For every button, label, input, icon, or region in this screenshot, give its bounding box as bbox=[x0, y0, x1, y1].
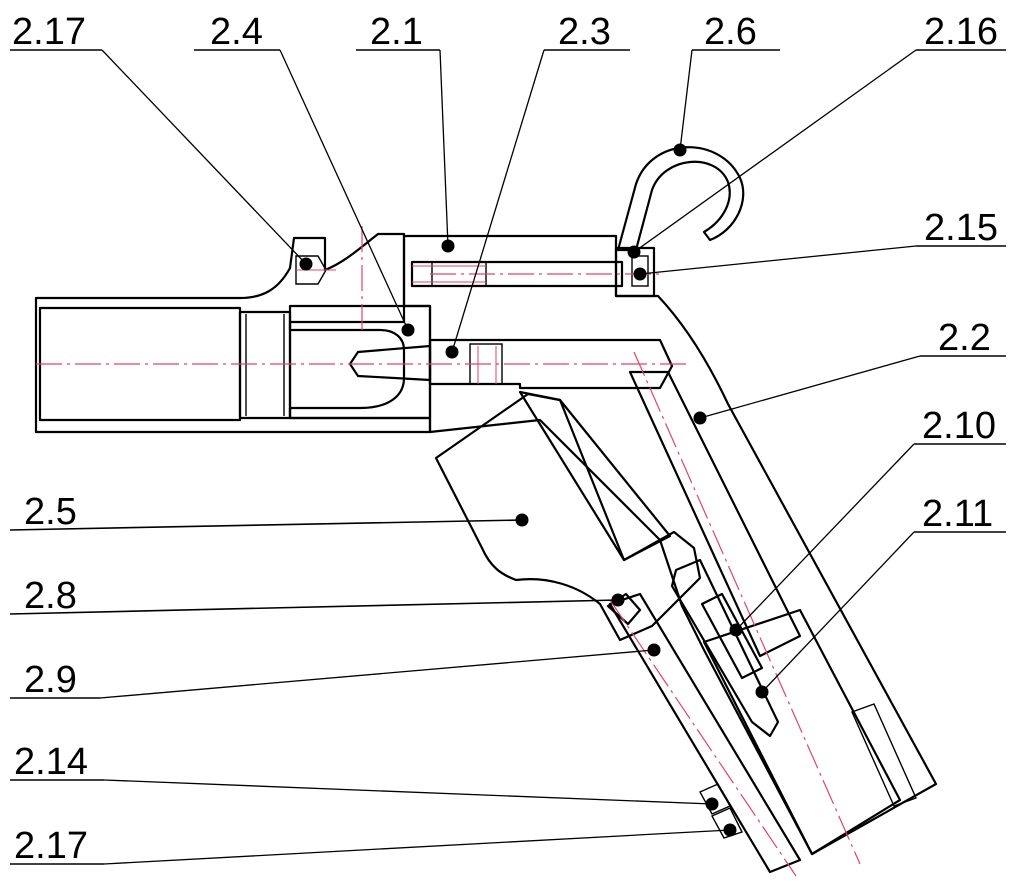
callout-label: 2.10 bbox=[922, 405, 996, 447]
callout-2-10: 2.10 bbox=[729, 405, 1006, 637]
callout-2-15: 2.15 bbox=[633, 207, 1006, 281]
callout-2-9: 2.9 bbox=[10, 643, 661, 701]
callout-2-11: 2.11 bbox=[755, 493, 1006, 699]
callout-2-8: 2.8 bbox=[9, 575, 625, 617]
rear-barrel bbox=[34, 232, 432, 434]
callout-label: 2.17 bbox=[14, 825, 88, 867]
hanging-hook bbox=[616, 146, 745, 252]
callout-label: 2.11 bbox=[922, 493, 993, 535]
callout-2-14: 2.14 bbox=[10, 741, 719, 811]
callout-2-4: 2.4 bbox=[194, 11, 415, 337]
center-lines bbox=[36, 226, 861, 877]
callout-label: 2.14 bbox=[14, 741, 88, 783]
trigger bbox=[434, 392, 702, 642]
callout-label: 2.8 bbox=[24, 575, 77, 617]
callout-2-17-bottom: 2.17 bbox=[10, 823, 737, 867]
callout-2-6: 2.6 bbox=[673, 11, 780, 157]
callout-label: 2.15 bbox=[924, 207, 998, 249]
callout-2-1: 2.1 bbox=[356, 11, 455, 253]
main-body bbox=[348, 234, 938, 856]
callout-label: 2.3 bbox=[558, 11, 611, 53]
callout-2-5: 2.5 bbox=[9, 491, 529, 533]
nozzle-insert bbox=[288, 304, 432, 420]
callout-label: 2.17 bbox=[12, 11, 86, 53]
callout-label: 2.5 bbox=[24, 491, 77, 533]
callout-2-2: 2.2 bbox=[693, 317, 1006, 425]
callout-2-16: 2.16 bbox=[627, 11, 1006, 259]
valve-assembly bbox=[606, 558, 802, 874]
callout-label: 2.2 bbox=[938, 317, 991, 359]
callout-2-3: 2.3 bbox=[445, 11, 630, 359]
set-screw-top bbox=[295, 255, 336, 285]
callout-2-17-top: 2.17 bbox=[10, 11, 313, 271]
callout-label: 2.1 bbox=[370, 11, 423, 53]
callout-label: 2.4 bbox=[210, 11, 263, 53]
callout-label: 2.9 bbox=[24, 659, 77, 701]
callout-label: 2.6 bbox=[704, 11, 757, 53]
callout-label: 2.16 bbox=[924, 11, 998, 53]
